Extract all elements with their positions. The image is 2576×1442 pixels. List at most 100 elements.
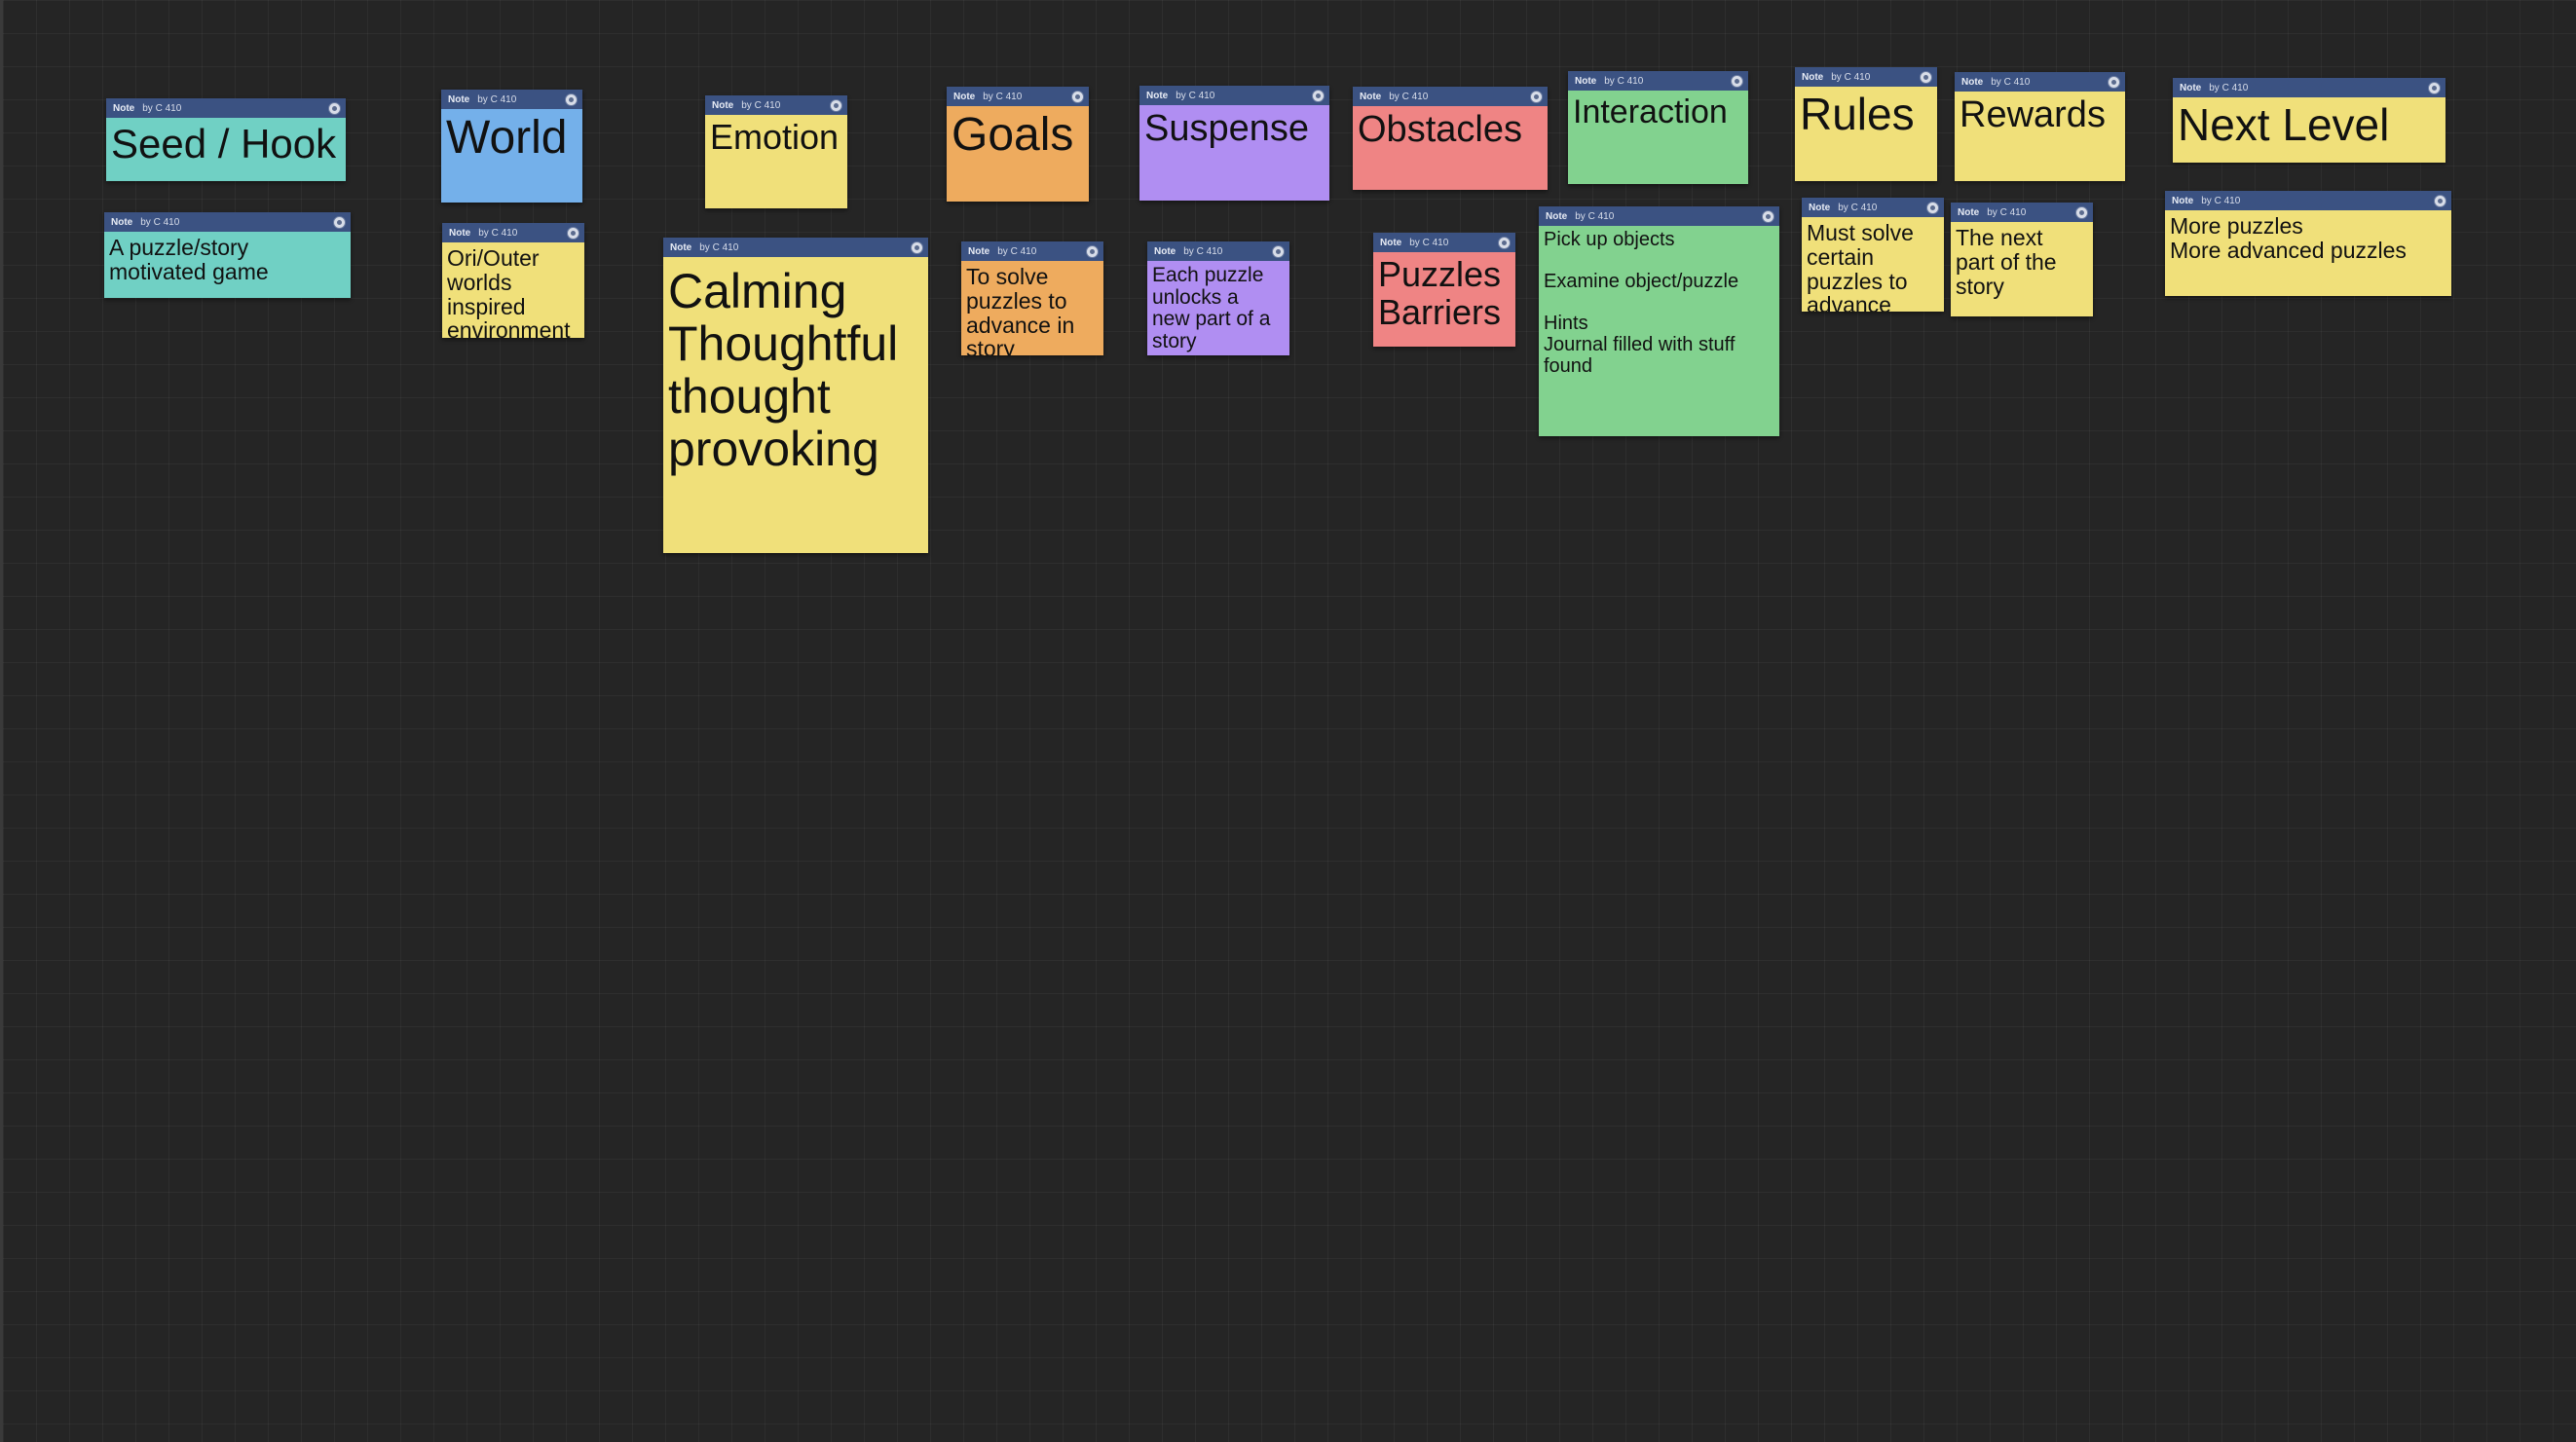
note-interaction[interactable]: Note by C 410 Interaction xyxy=(1568,71,1748,184)
avatar-icon xyxy=(1530,90,1543,103)
note-text: Puzzles Barriers xyxy=(1378,254,1502,332)
note-text: Next Level xyxy=(2178,99,2390,150)
note-type-label: Note xyxy=(113,102,135,114)
note-emotion-detail[interactable]: Note by C 410 Calming Thoughtful thought… xyxy=(663,238,928,553)
note-header: Note by C 410 xyxy=(1951,203,2093,222)
note-header: Note by C 410 xyxy=(104,212,351,232)
note-text: Seed / Hook xyxy=(111,121,337,166)
note-rules[interactable]: Note by C 410 Rules xyxy=(1795,67,1937,181)
note-type-label: Note xyxy=(448,93,470,105)
note-text: A puzzle/story motivated game xyxy=(109,235,269,284)
note-type-label: Note xyxy=(2180,82,2202,93)
note-text: Obstacles xyxy=(1358,109,1522,150)
note-header: Note by C 410 xyxy=(1568,71,1748,91)
avatar-icon xyxy=(1086,244,1099,258)
avatar-icon xyxy=(333,215,346,229)
note-header: Note by C 410 xyxy=(1147,241,1289,261)
avatar-icon xyxy=(830,98,842,112)
note-header: Note by C 410 xyxy=(1353,87,1548,106)
note-type-label: Note xyxy=(1154,245,1176,257)
note-author: by C 410 xyxy=(1604,75,1644,87)
note-author: by C 410 xyxy=(1991,76,2031,88)
note-goals-detail[interactable]: Note by C 410 To solve puzzles to advanc… xyxy=(961,241,1103,355)
note-author: by C 410 xyxy=(2209,82,2249,93)
note-type-label: Note xyxy=(1961,76,1984,88)
note-header: Note by C 410 xyxy=(1539,206,1779,226)
note-header: Note by C 410 xyxy=(441,90,582,109)
note-header: Note by C 410 xyxy=(663,238,928,257)
note-obstacles-detail[interactable]: Note by C 410 Puzzles Barriers xyxy=(1373,233,1515,347)
note-rewards-detail[interactable]: Note by C 410 The next part of the story xyxy=(1951,203,2093,316)
note-text: Each puzzle unlocks a new part of a stor… xyxy=(1152,264,1271,353)
note-header: Note by C 410 xyxy=(1955,72,2125,92)
note-text: Calming Thoughtful thought provoking xyxy=(668,264,899,476)
avatar-icon xyxy=(1731,74,1743,88)
note-text: Must solve certain puzzles to advance xyxy=(1807,220,1914,312)
note-header: Note by C 410 xyxy=(705,95,847,115)
note-world-detail[interactable]: Note by C 410 Ori/Outer worlds inspired … xyxy=(442,223,584,338)
note-author: by C 410 xyxy=(1389,91,1429,102)
note-obstacles[interactable]: Note by C 410 Obstacles xyxy=(1353,87,1548,190)
note-header: Note by C 410 xyxy=(947,87,1089,106)
note-text: Goals xyxy=(952,109,1074,161)
note-author: by C 410 xyxy=(1575,210,1615,222)
note-goals[interactable]: Note by C 410 Goals xyxy=(947,87,1089,202)
note-header: Note by C 410 xyxy=(106,98,346,118)
note-text: Emotion xyxy=(710,117,840,157)
note-next-level-detail[interactable]: Note by C 410 More puzzles More advanced… xyxy=(2165,191,2451,296)
note-type-label: Note xyxy=(1958,206,1980,218)
note-header: Note by C 410 xyxy=(1139,86,1329,105)
avatar-icon xyxy=(911,240,923,254)
avatar-icon xyxy=(2075,205,2088,219)
note-rewards[interactable]: Note by C 410 Rewards xyxy=(1955,72,2125,181)
note-seed-hook[interactable]: Note by C 410 Seed / Hook xyxy=(106,98,346,181)
note-emotion[interactable]: Note by C 410 Emotion xyxy=(705,95,847,208)
note-type-label: Note xyxy=(111,216,133,228)
avatar-icon xyxy=(2108,75,2120,89)
note-author: by C 410 xyxy=(1831,71,1871,83)
note-author: by C 410 xyxy=(477,93,517,105)
note-seed-detail[interactable]: Note by C 410 A puzzle/story motivated g… xyxy=(104,212,351,298)
note-type-label: Note xyxy=(1802,71,1824,83)
note-interaction-detail[interactable]: Note by C 410 Pick up objects Examine ob… xyxy=(1539,206,1779,436)
note-world[interactable]: Note by C 410 World xyxy=(441,90,582,203)
note-type-label: Note xyxy=(1380,237,1402,248)
note-author: by C 410 xyxy=(699,241,739,253)
note-author: by C 410 xyxy=(142,102,182,114)
note-suspense[interactable]: Note by C 410 Suspense xyxy=(1139,86,1329,201)
avatar-icon xyxy=(2434,194,2446,207)
note-text: The next part of the story xyxy=(1956,225,2057,299)
note-header: Note by C 410 xyxy=(1802,198,1944,217)
note-type-label: Note xyxy=(1809,202,1831,213)
avatar-icon xyxy=(1498,236,1511,249)
note-text: World xyxy=(446,112,568,164)
note-header: Note by C 410 xyxy=(2165,191,2451,210)
avatar-icon xyxy=(1312,89,1325,102)
note-text: Pick up objects Examine object/puzzle Hi… xyxy=(1544,229,1739,377)
note-author: by C 410 xyxy=(741,99,781,111)
note-text: To solve puzzles to advance in story xyxy=(966,264,1075,355)
note-type-label: Note xyxy=(449,227,471,239)
note-author: by C 410 xyxy=(1838,202,1878,213)
note-header: Note by C 410 xyxy=(1373,233,1515,252)
note-author: by C 410 xyxy=(2201,195,2241,206)
note-next-level[interactable]: Note by C 410 Next Level xyxy=(2173,78,2445,163)
note-text: More puzzles More advanced puzzles xyxy=(2170,213,2407,263)
note-text: Suspense xyxy=(1144,108,1310,149)
avatar-icon xyxy=(328,101,341,115)
note-rules-detail[interactable]: Note by C 410 Must solve certain puzzles… xyxy=(1802,198,1944,312)
note-author: by C 410 xyxy=(478,227,518,239)
avatar-icon xyxy=(567,226,579,240)
avatar-icon xyxy=(1920,70,1932,84)
note-author: by C 410 xyxy=(140,216,180,228)
note-text: Ori/Outer worlds inspired environment xyxy=(447,245,571,338)
note-text: Rules xyxy=(1800,89,1915,139)
note-type-label: Note xyxy=(968,245,990,257)
note-author: by C 410 xyxy=(997,245,1037,257)
avatar-icon xyxy=(1272,244,1285,258)
note-header: Note by C 410 xyxy=(1795,67,1937,87)
avatar-icon xyxy=(1762,209,1774,223)
note-suspense-detail[interactable]: Note by C 410 Each puzzle unlocks a new … xyxy=(1147,241,1289,355)
note-text: Rewards xyxy=(1960,94,2106,135)
